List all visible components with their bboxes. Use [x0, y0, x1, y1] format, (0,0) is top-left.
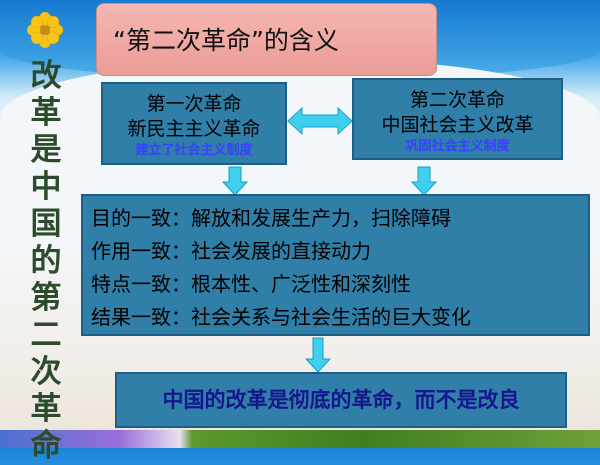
side-title: 改革是中国的第二次革命 — [30, 58, 62, 464]
first-revolution-box: 第一次革命 新民主主义革命 建立了社会主义制度 — [101, 82, 287, 165]
first-revolution-name: 新民主主义革命 — [127, 118, 261, 140]
point-item: 目的一致：解放和发展生产力，扫除障碍 — [91, 206, 451, 230]
first-revolution-note: 建立了社会主义制度 — [135, 143, 253, 158]
down-arrow-icon — [222, 166, 248, 196]
point-item: 作用一致：社会发展的直接动力 — [91, 239, 371, 263]
second-revolution-note: 巩固社会主义制度 — [405, 139, 510, 154]
second-revolution-box: 第二次革命 中国社会主义改革 巩固社会主义制度 — [352, 78, 563, 160]
point-item: 结果一致：社会关系与社会生活的巨大变化 — [91, 305, 471, 329]
down-arrow-icon — [305, 337, 331, 373]
point-item: 特点一致：根本性、广泛性和深刻性 — [91, 272, 411, 296]
double-arrow-icon — [287, 106, 353, 136]
second-revolution-name: 中国社会主义改革 — [381, 114, 534, 136]
conclusion-box: 中国的改革是彻底的革命，而不是改良 — [115, 372, 567, 428]
first-revolution-label: 第一次革命 — [146, 93, 242, 115]
grass-strip — [0, 430, 600, 448]
common-points-box: 目的一致：解放和发展生产力，扫除障碍 作用一致：社会发展的直接动力 特点一致：根… — [81, 194, 590, 336]
second-revolution-label: 第二次革命 — [409, 89, 505, 111]
flower-icon — [27, 12, 63, 48]
down-arrow-icon — [411, 166, 437, 196]
slide-title: “第二次革命”的含义 — [96, 3, 437, 76]
